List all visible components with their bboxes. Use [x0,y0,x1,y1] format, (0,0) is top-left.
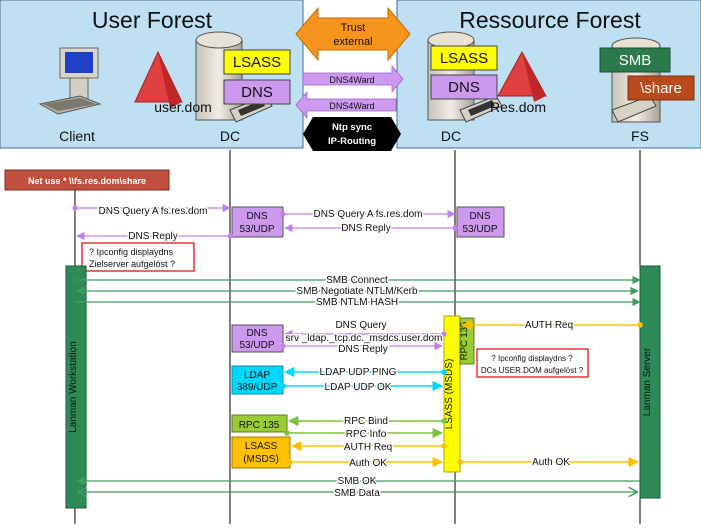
share-label: \share [640,80,682,97]
lanman-server-label: Lanman Server [642,347,653,416]
ldap-ping-label: LDAP UDP PING [320,367,397,378]
dns-udp-res-line1: DNS [469,211,490,222]
dns-udp-user-2-line1: DNS [246,328,267,339]
lsass-msds-user-line1: LSASS [245,441,278,452]
dns-query-srv-line2: srv _ldap._tcp.dc._msdcs.user.dom [286,333,443,344]
dns-reply-2-origin-dot [452,225,458,231]
smb-data-label: SMB Data [334,488,380,499]
smb-box [599,47,671,73]
ldap-ok-origin-dot [280,383,286,389]
dns-query-1-label: DNS Query A fs.res.dom [99,206,208,217]
smb-label: SMB [619,52,652,69]
lanman-server-bar [639,265,661,499]
dns-reply-1-label: DNS Reply [128,231,177,242]
smb-connect-label: SMB Connect [326,275,388,286]
user-dc-label: DC [220,128,240,144]
dns-reply-1-origin-dot [227,233,233,239]
rpc-info-origin-dot [284,430,290,436]
client-label: Client [59,128,95,144]
ntp-sync-label-line2: IP-Routing [328,136,376,147]
auth-ok-fs-label: Auth OK [532,457,570,468]
auth-ok-dc-label: Auth OK [349,458,387,469]
lsass-user-box [223,49,291,75]
note-1-line2: Zielserver aufgelöst ? [89,259,175,269]
dns-reply-srv-label: DNS Reply [338,344,387,355]
lanman-workstation-label: Lanman Workstation [68,341,79,433]
dns-udp-user-2-line2: 53/UDP [239,340,274,351]
displaydns-note-1 [81,242,195,272]
dns4ward-left-arrow [295,90,397,120]
smb-negotiate-label: SMB Negotiate NTLM/Kerb [296,286,418,297]
note-2-line1: ? Ipconfig displaydns ? [491,354,573,363]
dns-udp-res-box [456,206,505,238]
lsass-msds-res-label: LSASS (MSDS) [444,359,455,430]
ldap-ok-label: LDAP UDP OK [325,382,392,393]
net-use-command: Net use * \\fs.res.dom\share [28,176,146,186]
trust-label-line1: Trust [341,22,366,34]
dns4ward-right-arrow [302,64,404,94]
dns-reply-2-label: DNS Reply [341,223,390,234]
rpc-info-label: RPC Info [346,429,387,440]
note-1-line1: ? Ipconfig displaydns [89,247,174,257]
lsass-res-box [430,45,498,71]
trust-double-arrow [295,6,411,62]
share-box [627,75,695,101]
rpc135-res-label: RPC 135 [459,322,470,361]
auth-req-fs-label: AUTH Req [525,320,573,331]
auth-req-dc-label: AUTH Req [344,442,392,453]
ldap-udp-line2: 389/UDP [237,382,278,393]
dns-res-label: DNS [448,79,480,96]
dns-udp-user-1-line1: DNS [246,211,267,222]
lsass-msds-user-box [231,436,291,469]
smb-ok-label: SMB OK [338,476,377,487]
ldap-ping-origin-dot [441,369,447,375]
resource-dc-label: DC [441,128,461,144]
user-domain-label: user.dom [154,99,212,115]
dns-user-box [223,79,291,105]
rpc-bind-label: RPC Bind [344,416,388,427]
dns-query-1-origin-dot [72,205,78,211]
rpc135-user-label: RPC 135 [239,420,280,431]
user-forest-title: User Forest [92,7,213,33]
rpc-bind-origin-dot [441,418,447,424]
resource-domain-label: Res.dom [490,99,546,115]
dns-udp-user-box-1 [231,206,284,238]
note-2-line2: DCs USER.DOM aufgelöst ? [481,366,584,375]
dns-res-box [430,74,498,100]
dns-udp-res-line2: 53/UDP [462,224,497,235]
dns-reply-srv-origin-dot [280,343,286,349]
dns4ward-right-label: DNS4Ward [329,75,374,85]
displaydns-note-2 [476,348,589,378]
ntp-sync-arrow [303,117,401,151]
lanman-workstation-bar [65,265,87,509]
auth-req-fs-origin-dot [637,322,643,328]
dns-query-2-origin-dot [280,211,286,217]
ntp-sync-label-line1: Ntp sync [332,122,372,133]
fs-label: FS [631,128,649,144]
dns-query-srv-line1: DNS Query [335,320,386,331]
lsass-msds-user-line2: (MSDS) [243,454,279,465]
resource-forest-title: Ressource Forest [459,7,641,33]
smb-ntlm-hash-label: SMB NTLM HASH [316,297,398,308]
dns-query-2-label: DNS Query A fs.res.dom [314,209,423,220]
client-computer-icon [38,47,102,115]
dns-udp-user-box-2 [231,324,284,353]
dns-user-label: DNS [241,84,273,101]
dns-udp-user-1-line2: 53/UDP [239,224,274,235]
lsass-res-label: LSASS [440,50,488,67]
auth-req-dc-origin-dot [441,443,447,449]
ldap-udp-box [231,365,284,395]
dns4ward-left-label: DNS4Ward [329,101,374,111]
ldap-udp-line1: LDAP [244,370,270,381]
trust-label-line2: external [333,36,372,48]
dns-query-srv-origin-dot [441,331,447,337]
lsass-msds-res-bar [443,315,461,473]
lsass-user-label: LSASS [233,54,281,71]
net-use-command-box [4,169,170,191]
auth-ok-dc-origin-dot [287,459,293,465]
rpc135-user-box [231,414,288,433]
auth-ok-fs-origin-dot [457,459,463,465]
